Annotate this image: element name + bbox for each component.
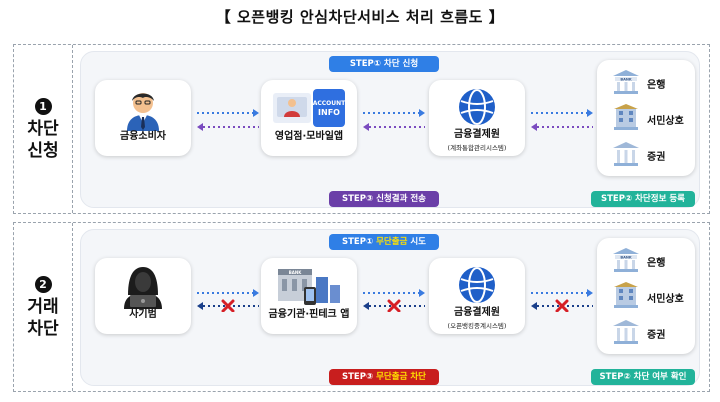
consumer-label: 금융소비자 <box>120 131 166 142</box>
institutions-node: BANK 은행 서민상호 <box>597 60 695 176</box>
app-node: ACCOUNT INFO 영업점·모바일앱 <box>261 80 357 156</box>
section-label-transaction-block: 2 거래 차단 <box>14 273 72 340</box>
step1-prefix: STEP① <box>341 237 377 247</box>
section-number-2: 2 <box>34 276 52 293</box>
institution-savings: 서민상호 <box>611 282 691 310</box>
institutions-node: BANK 은행 서민상호 <box>597 238 695 354</box>
institution-securities-label: 증권 <box>647 330 666 341</box>
fintech-buildings-icon: BANK <box>278 269 340 305</box>
step1-attempt-badge: STEP① 무단출금 시도 <box>329 234 439 250</box>
savings-building-icon <box>614 282 638 308</box>
fintech-label: 금융기관·핀테크 앱 <box>268 309 350 320</box>
section-label-line2: 차단 <box>27 319 59 339</box>
step2-badge: STEP② 차단정보 등록 <box>591 191 695 207</box>
kftc-label: 금융결제원 <box>454 129 500 140</box>
section-divider <box>72 45 73 213</box>
institution-savings: 서민상호 <box>611 104 691 132</box>
fintech-node: BANK 금융기관·핀테크 앱 <box>261 258 357 334</box>
step3-block-badge: STEP③ 무단출금 차단 <box>329 369 439 385</box>
section-divider <box>72 223 73 391</box>
arrow-app-to-kftc <box>363 109 425 131</box>
bank-building-icon: BANK <box>613 70 639 94</box>
institution-bank: BANK 은행 <box>611 68 691 96</box>
consumer-node: 금융소비자 <box>95 80 191 156</box>
step3-badge: STEP③ 신청결과 전송 <box>329 191 439 207</box>
kftc-relay-label: 금융결제원 <box>454 307 500 318</box>
step2-check-badge: STEP② 차단 여부 확인 <box>591 369 695 385</box>
bank-sign: BANK <box>289 270 302 275</box>
section-label-line1: 거래 <box>27 297 59 317</box>
kftc-relay-sublabel: (오픈뱅킹중계시스템) <box>447 322 507 330</box>
institution-savings-label: 서민상호 <box>647 116 684 127</box>
arrow-consumer-to-app <box>197 109 259 131</box>
branch-mobile-icon: ACCOUNT INFO <box>273 89 346 127</box>
arrow-fraud-attempt <box>197 289 259 312</box>
arrow-app-kftc-blocked <box>363 289 425 312</box>
kftc-globe-icon <box>459 89 495 125</box>
step1-highlight: 무단출금 <box>376 237 408 247</box>
bank-building-icon: BANK <box>613 248 639 272</box>
kftc-sublabel: (계좌통합관리시스템) <box>447 144 507 152</box>
arrow-kftc-banks-blocked <box>531 289 593 312</box>
section-label-line2: 신청 <box>27 141 59 161</box>
kftc-node: 금융결제원 (계좌통합관리시스템) <box>429 80 525 156</box>
step3-prefix: STEP③ <box>341 372 377 382</box>
institution-bank: BANK 은행 <box>611 246 691 274</box>
institution-securities: 증권 <box>611 140 691 168</box>
institution-securities: 증권 <box>611 318 691 346</box>
app-label: 영업점·모바일앱 <box>274 131 344 142</box>
step3-highlight: 무단출금 차단 <box>376 372 426 382</box>
step1-suffix: 시도 <box>407 237 426 247</box>
flow-panel-request: STEP① 차단 신청 금융소비자 <box>80 51 700 208</box>
kftc-globe-icon <box>459 267 495 303</box>
fraudster-node: 사기범 <box>95 258 191 334</box>
institution-savings-label: 서민상호 <box>647 294 684 305</box>
section-label-block-request: 1 차단 신청 <box>14 95 72 162</box>
section-label-line1: 차단 <box>27 119 59 139</box>
section-transaction-block: 2 거래 차단 STEP① 무단출금 시도 사기범 <box>13 222 710 392</box>
savings-building-icon <box>614 104 638 130</box>
consumer-icon <box>127 93 159 131</box>
kftc-relay-node: 금융결제원 (오픈뱅킹중계시스템) <box>429 258 525 334</box>
bank-sign: BANK <box>620 77 632 81</box>
section-number-1: 1 <box>34 98 52 115</box>
institution-bank-label: 은행 <box>647 258 666 269</box>
diagram-title: 【 오픈뱅킹 안심차단서비스 처리 흐름도 】 <box>215 8 505 26</box>
step1-badge: STEP① 차단 신청 <box>329 56 439 72</box>
institution-bank-label: 은행 <box>647 80 666 91</box>
svg-text:ACCOUNT: ACCOUNT <box>313 100 346 107</box>
arrow-kftc-to-banks <box>531 109 593 131</box>
securities-building-icon <box>613 142 639 166</box>
flow-panel-block: STEP① 무단출금 시도 사기범 <box>80 229 700 386</box>
bank-sign: BANK <box>620 255 632 259</box>
section-block-request: 1 차단 신청 STEP① 차단 신청 금융소비자 <box>13 44 710 214</box>
securities-building-icon <box>613 320 639 344</box>
hacker-icon <box>124 267 162 309</box>
svg-text:INFO: INFO <box>318 108 340 117</box>
fraudster-label: 사기범 <box>129 309 157 320</box>
institution-securities-label: 증권 <box>647 152 666 163</box>
